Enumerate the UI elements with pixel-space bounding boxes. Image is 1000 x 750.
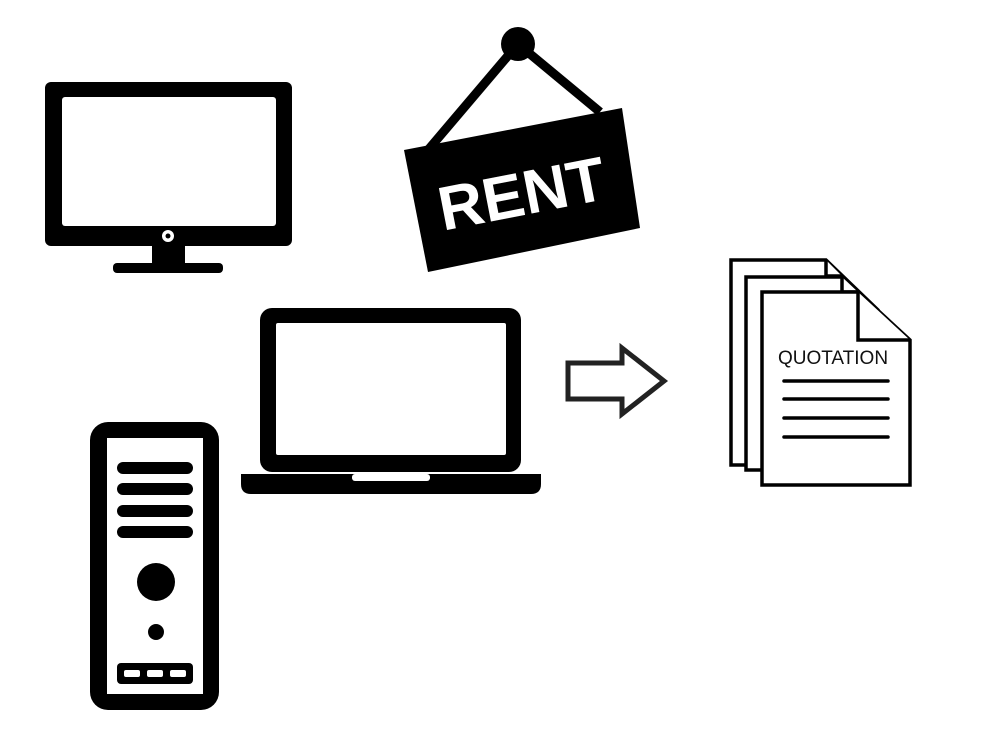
quotation-documents-icon: QUOTATION: [729, 258, 912, 487]
desktop-tower-icon: [90, 422, 219, 710]
rent-sign-icon: RENT: [404, 27, 640, 272]
quotation-title: QUOTATION: [778, 348, 888, 369]
monitor-icon: [45, 82, 292, 273]
right-arrow-icon: [565, 342, 669, 420]
laptop-icon: [241, 308, 541, 494]
